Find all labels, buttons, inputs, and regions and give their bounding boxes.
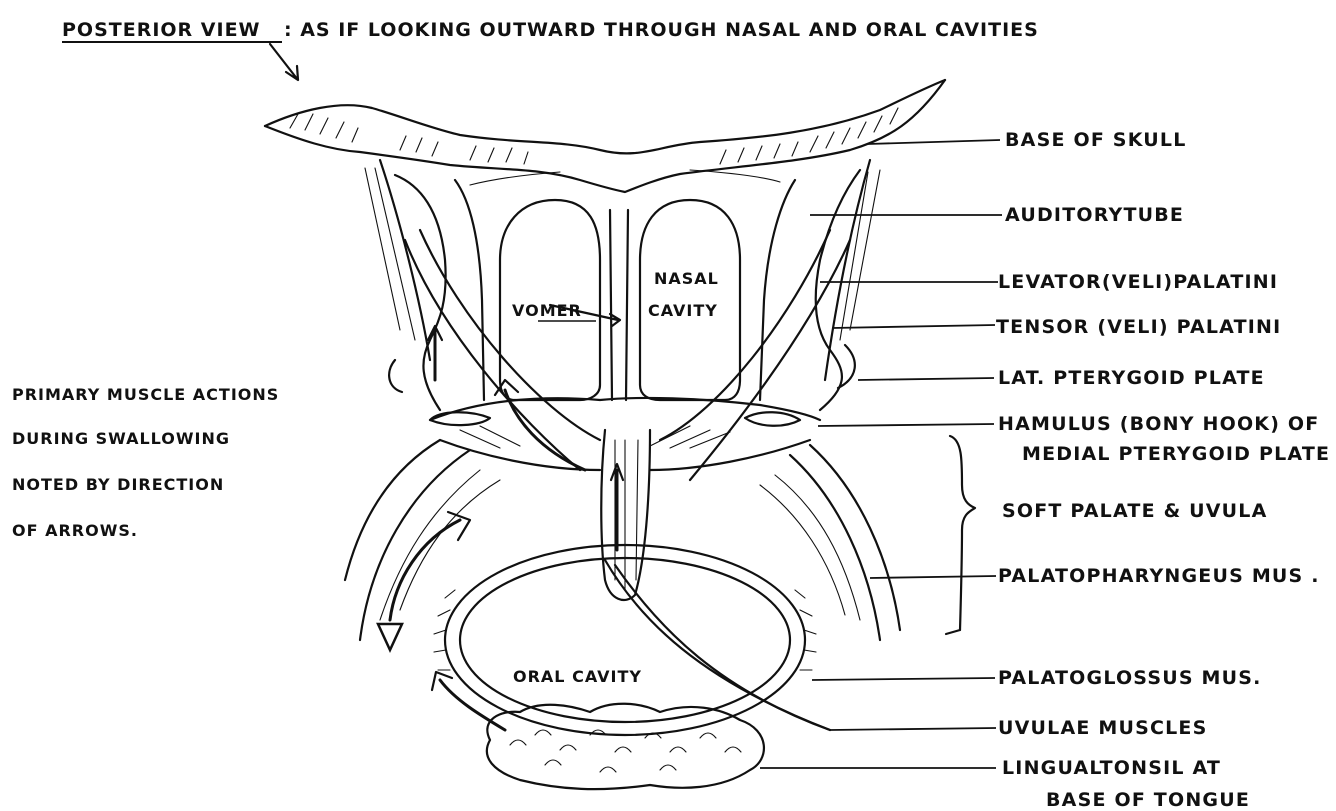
oral-cavity-label: ORAL CAVITY [513, 667, 642, 686]
svg-text:PALATOPHARYNGEUS MUS .: PALATOPHARYNGEUS MUS . [998, 565, 1320, 587]
label-tensor-veli-palatini: TENSOR (VELI) PALATINI [832, 316, 1281, 338]
svg-text:HAMULUS (BONY HOOK) OF: HAMULUS (BONY HOOK) OF [998, 413, 1319, 435]
title-rest: : AS IF LOOKING OUTWARD THROUGH NASAL AN… [284, 19, 1039, 41]
label-auditory-tube: AUDITORYTUBE [810, 204, 1184, 226]
vomer-label: VOMER [512, 301, 582, 320]
nasal-cavity-label-line1: NASAL [654, 269, 719, 288]
pterygoid-plates [365, 160, 880, 426]
svg-text:NOTED BY DIRECTION: NOTED BY DIRECTION [12, 475, 224, 494]
svg-text:BASE OF SKULL: BASE OF SKULL [1005, 129, 1187, 151]
label-soft-palate-uvula: SOFT PALATE & UVULA [946, 436, 1268, 634]
svg-text:LEVATOR(VELI)PALATINI: LEVATOR(VELI)PALATINI [998, 271, 1278, 293]
svg-text:LINGUALTONSIL AT: LINGUALTONSIL AT [1002, 757, 1221, 779]
svg-text:PALATOGLOSSUS MUS.: PALATOGLOSSUS MUS. [998, 667, 1262, 689]
label-uvulae-muscles: UVULAE MUSCLES [830, 717, 1208, 739]
svg-text:OF ARROWS.: OF ARROWS. [12, 521, 138, 540]
svg-text:BASE OF TONGUE: BASE OF TONGUE [1046, 789, 1250, 811]
svg-text:DURING SWALLOWING: DURING SWALLOWING [12, 429, 230, 448]
drawing: VOMER NASAL CAVITY ORAL CAVITY [265, 80, 945, 789]
svg-text:MEDIAL PTERYGOID PLATE: MEDIAL PTERYGOID PLATE [1022, 443, 1330, 465]
svg-text:LAT. PTERYGOID PLATE: LAT. PTERYGOID PLATE [998, 367, 1265, 389]
nasal-cavity-label-line2: CAVITY [648, 301, 718, 320]
lingual-tonsil-shape [487, 704, 764, 789]
svg-text:AUDITORYTUBE: AUDITORYTUBE [1005, 204, 1184, 226]
title-underlined: POSTERIOR VIEW [62, 19, 261, 41]
label-levator-veli-palatini: LEVATOR(VELI)PALATINI [820, 271, 1278, 293]
svg-text:PRIMARY MUSCLE ACTIONS: PRIMARY MUSCLE ACTIONS [12, 385, 279, 404]
label-palatopharyngeus: PALATOPHARYNGEUS MUS . [870, 565, 1320, 587]
svg-text:SOFT PALATE & UVULA: SOFT PALATE & UVULA [1002, 500, 1268, 522]
uvula-shape [601, 430, 650, 600]
title-pointer-arrow [270, 44, 298, 80]
label-base-of-skull: BASE OF SKULL [868, 129, 1187, 151]
label-hamulus: HAMULUS (BONY HOOK) OF MEDIAL PTERYGOID … [818, 413, 1330, 465]
label-lingual-tonsil: LINGUALTONSIL AT BASE OF TONGUE [760, 757, 1250, 811]
label-palatoglossus: PALATOGLOSSUS MUS. [812, 667, 1262, 689]
svg-text:UVULAE MUSCLES: UVULAE MUSCLES [998, 717, 1208, 739]
palatopharyngeus-shape [345, 440, 900, 640]
svg-text:TENSOR (VELI) PALATINI: TENSOR (VELI) PALATINI [996, 316, 1281, 338]
nasal-cavity-shape [455, 170, 795, 400]
swallowing-note: PRIMARY MUSCLE ACTIONS DURING SWALLOWING… [12, 385, 279, 540]
label-lat-pterygoid-plate: LAT. PTERYGOID PLATE [858, 367, 1265, 389]
